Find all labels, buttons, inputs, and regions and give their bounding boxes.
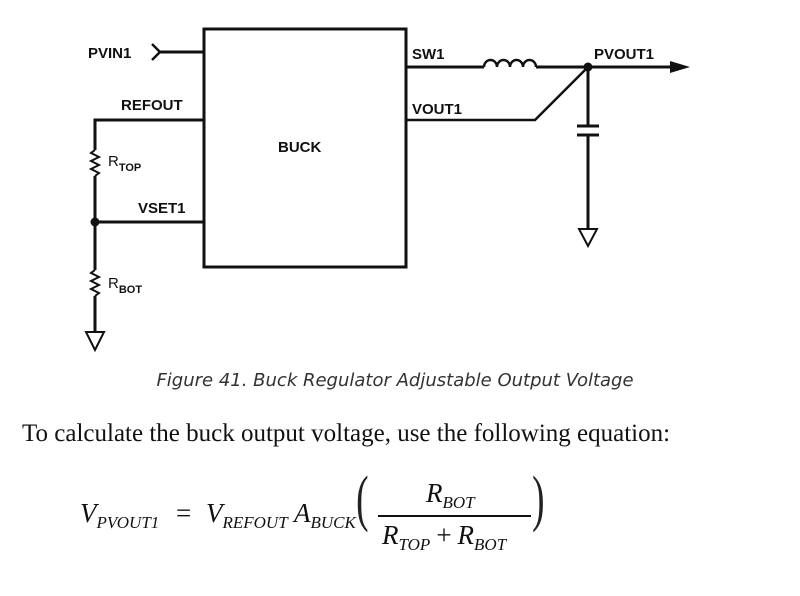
ground-icon xyxy=(577,228,599,249)
junction-dot xyxy=(583,62,593,72)
pvin-input-arrow xyxy=(151,43,162,61)
figure-caption: Figure 41. Buck Regulator Adjustable Out… xyxy=(156,370,634,391)
body-text: To calculate the buck output voltage, us… xyxy=(22,420,671,447)
eq-vrefout: VREFOUT xyxy=(206,498,288,532)
pin-label-vset: VSET1 xyxy=(138,200,186,217)
pin-label-vout: VOUT1 xyxy=(412,101,462,118)
output-arrow-icon xyxy=(670,61,690,73)
ground-icon xyxy=(84,331,106,353)
junction-dot xyxy=(90,217,100,227)
rbot-resistor xyxy=(88,269,102,297)
eq-denominator: RTOP+RBOT xyxy=(382,520,507,554)
inductor xyxy=(482,58,538,68)
eq-equals: = xyxy=(176,498,192,528)
pin-label-sw: SW1 xyxy=(412,46,445,63)
rbot-label: RBOT xyxy=(108,275,142,296)
refout-wire xyxy=(93,118,204,150)
eq-numerator: RBOT xyxy=(426,478,475,512)
fraction-bar xyxy=(378,515,531,517)
rtop-resistor xyxy=(88,149,102,177)
block-label: BUCK xyxy=(278,139,321,156)
eq-abuck: ABUCK xyxy=(294,498,356,532)
pin-label-refout: REFOUT xyxy=(121,97,183,114)
buck-schematic: PVIN1 REFOUT VSET1 BUCK SW1 VOUT1 PVOUT1… xyxy=(84,27,690,353)
eq-lhs: VPVOUT1 xyxy=(80,498,160,532)
buck-block xyxy=(202,27,408,269)
pin-label-pvout: PVOUT1 xyxy=(594,46,654,63)
pin-label-pvin: PVIN1 xyxy=(88,45,131,62)
vout-wire xyxy=(406,66,589,122)
rtop-label: RTOP xyxy=(108,153,141,174)
